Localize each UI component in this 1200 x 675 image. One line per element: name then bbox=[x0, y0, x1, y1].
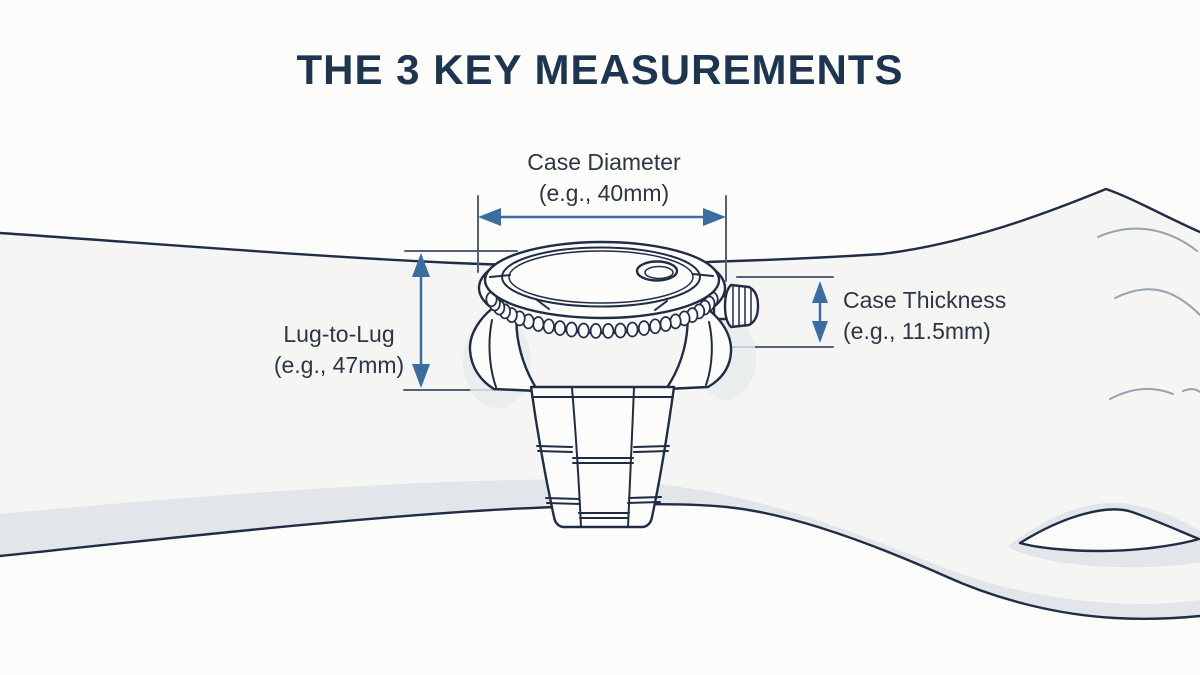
bracelet bbox=[529, 385, 676, 529]
dial-ring bbox=[501, 246, 701, 308]
date-window-inner bbox=[644, 265, 674, 280]
bezel-coin-edge bbox=[485, 291, 719, 339]
thumb-crease bbox=[1018, 508, 1200, 553]
left-lug bbox=[468, 298, 540, 393]
case-diameter-label-example: (e.g., 40mm) bbox=[538, 180, 670, 206]
dial-inner-ring bbox=[508, 250, 694, 304]
right-lug bbox=[664, 301, 733, 391]
watch-illustration bbox=[463, 240, 760, 529]
arm-top-contour bbox=[0, 187, 1200, 267]
lug-to-lug-arrowhead-bottom bbox=[412, 364, 430, 388]
lug-to-lug-label: Lug-to-Lug (e.g., 47mm) bbox=[239, 319, 439, 381]
lug-to-lug-arrowhead-top bbox=[412, 253, 430, 277]
page-title: THE 3 KEY MEASUREMENTS bbox=[296, 46, 904, 93]
lug-to-lug-label-example: (e.g., 47mm) bbox=[273, 352, 405, 378]
case-thickness-arrowhead-bottom bbox=[812, 321, 828, 343]
finger-crease-lower bbox=[1109, 387, 1174, 400]
finger-crease-lower-right bbox=[1182, 388, 1200, 393]
finger-crease-top bbox=[1097, 227, 1198, 252]
case-diameter-dimension bbox=[477, 195, 727, 282]
case-thickness-label-name: Case Thickness bbox=[843, 287, 1007, 313]
finger-crease-middle bbox=[1114, 288, 1200, 316]
dial-hour-markers bbox=[489, 273, 714, 311]
arm-bottom-shadow-band bbox=[0, 479, 1200, 619]
lug-to-lug-label-name: Lug-to-Lug bbox=[283, 321, 395, 347]
case-thickness-label-example: (e.g., 11.5mm) bbox=[843, 318, 991, 344]
right-lug-inner-line bbox=[705, 321, 713, 386]
case-thickness-arrowhead-top bbox=[812, 281, 828, 303]
date-window-bubble bbox=[635, 260, 679, 282]
case-diameter-arrowhead-right bbox=[703, 208, 726, 226]
crown bbox=[723, 283, 760, 329]
left-lug-inner-line bbox=[488, 319, 497, 388]
case-diameter-label: Case Diameter (e.g., 40mm) bbox=[454, 147, 754, 209]
case-diameter-label-name: Case Diameter bbox=[527, 149, 681, 175]
case-thickness-label: Case Thickness (e.g., 11.5mm) bbox=[843, 285, 1063, 347]
crown-ridges bbox=[732, 286, 752, 327]
bracelet-link-lines bbox=[531, 396, 674, 519]
arm-bottom-contour bbox=[0, 502, 1200, 621]
case-diameter-arrowhead-left bbox=[478, 208, 501, 226]
